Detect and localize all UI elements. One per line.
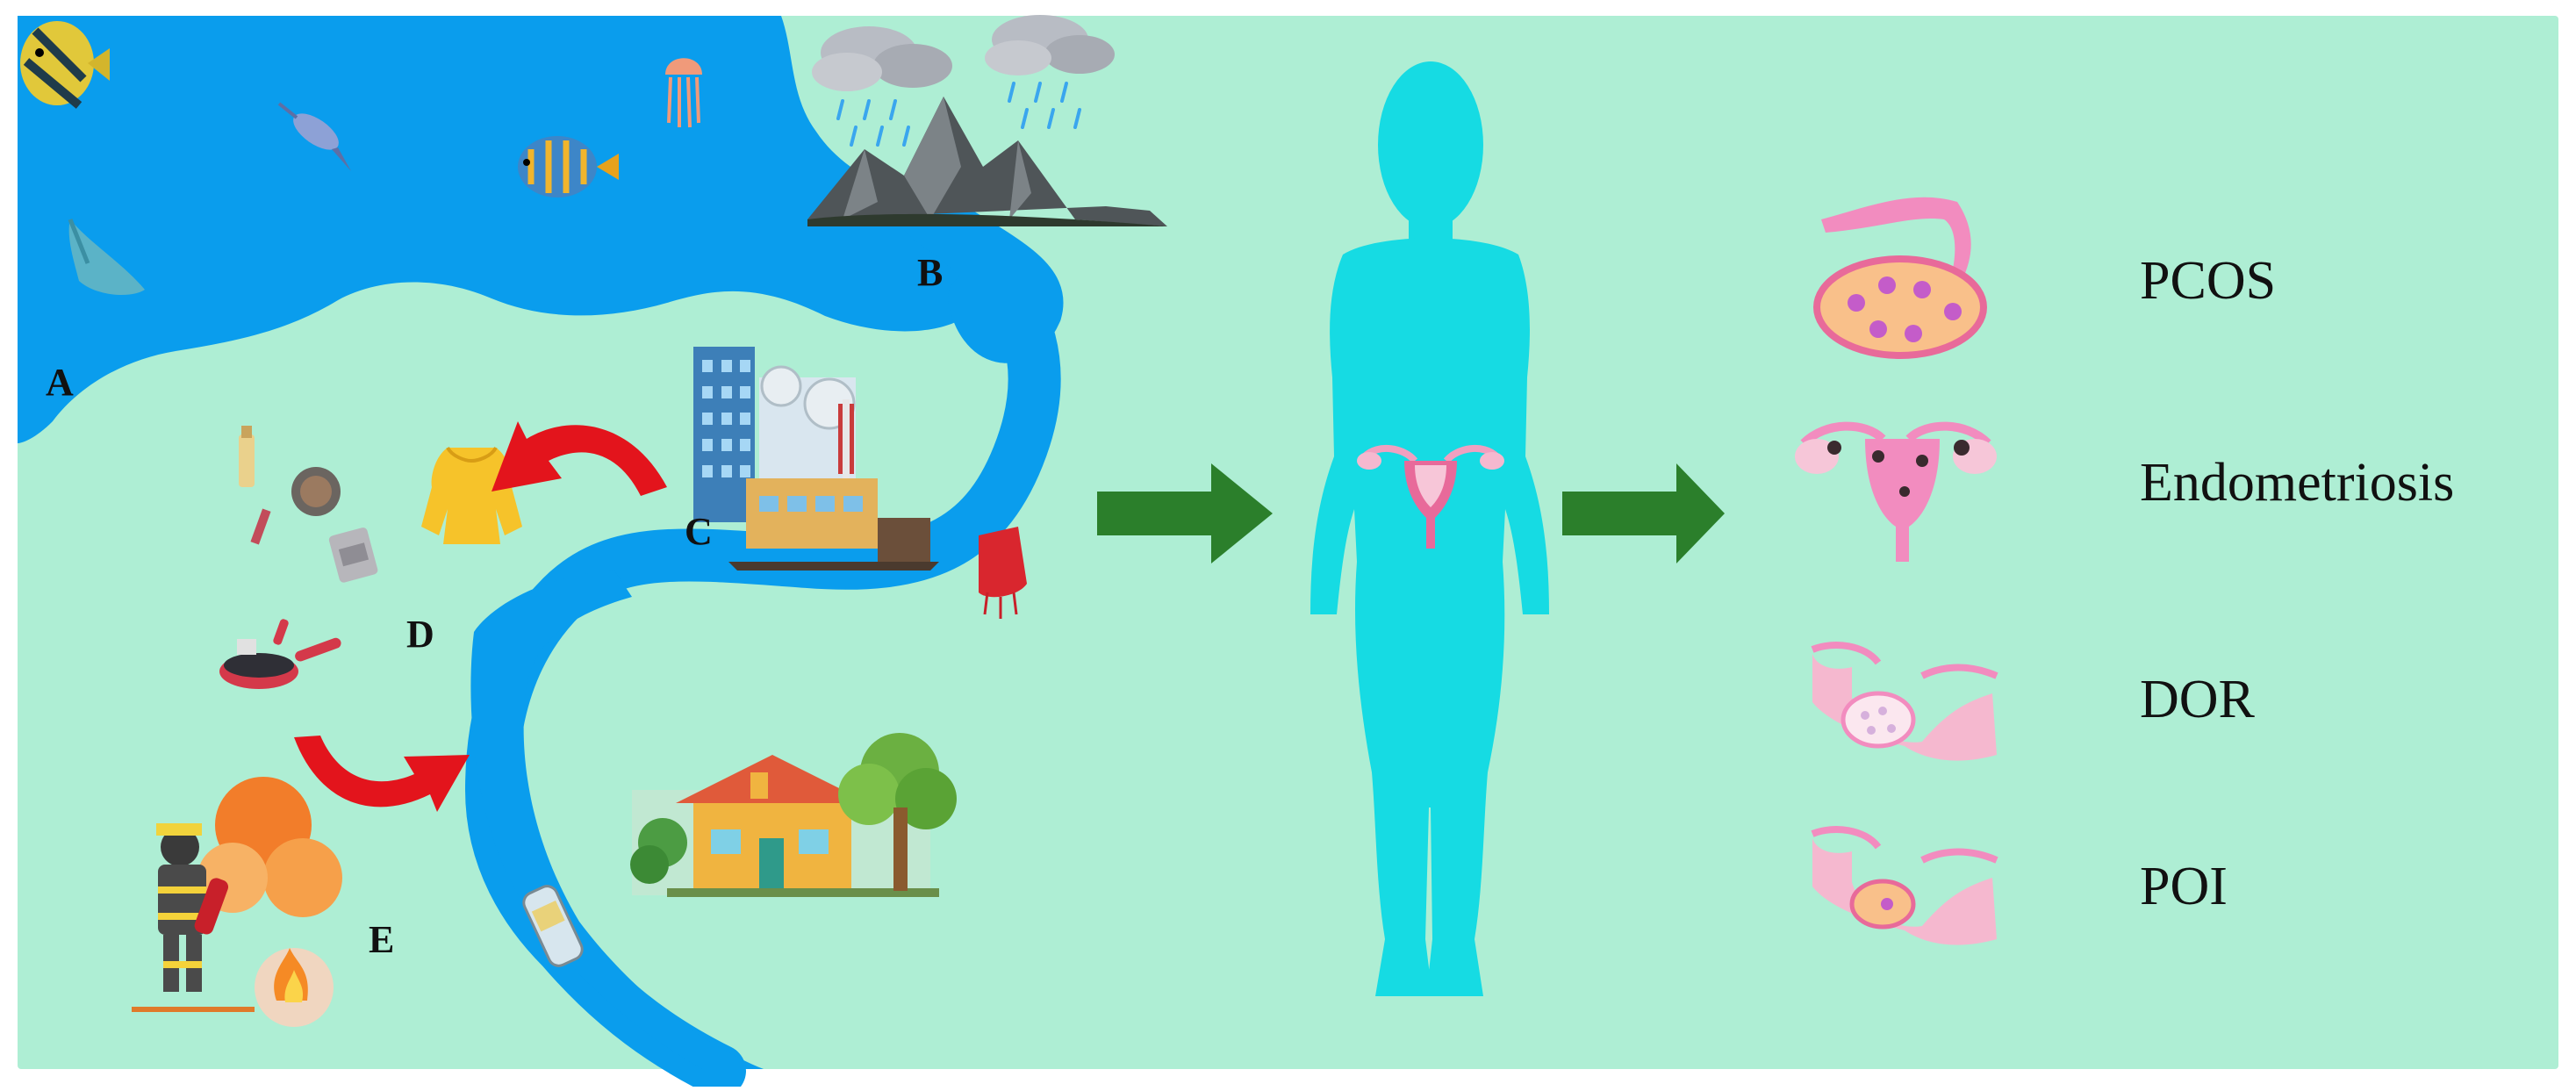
river-lower <box>470 571 764 1069</box>
ovary-cysts-icon <box>1813 197 1987 359</box>
label-c: C <box>685 510 713 553</box>
rain-cloud-icon <box>812 26 952 147</box>
label-b: B <box>917 251 944 294</box>
outcome-label-endometriosis: Endometriosis <box>2140 453 2455 513</box>
fish-icon <box>20 21 110 109</box>
firefighter-icon <box>132 777 342 1012</box>
outcome-label-pcos: PCOS <box>2140 251 2277 311</box>
uterus-icon <box>1357 444 1504 549</box>
plastic-bag-icon <box>979 527 1027 619</box>
female-body-silhouette-icon <box>1310 61 1549 996</box>
plastic-bottle-icon <box>522 885 584 967</box>
jellyfish-icon <box>665 58 702 128</box>
frying-pan-icon <box>219 619 341 689</box>
label-a: A <box>46 361 74 404</box>
red-curved-arrow <box>294 736 470 812</box>
stingray-icon <box>68 219 145 295</box>
ovary-reserve-icon <box>1811 642 1998 761</box>
fish-icon <box>518 136 619 197</box>
green-arrow-to-body <box>1097 463 1273 563</box>
label-e: E <box>369 918 395 961</box>
outcome-label-dor: DOR <box>2140 670 2255 729</box>
ovary-insufficiency-icon <box>1811 826 1998 945</box>
mountain-icon <box>807 97 1167 226</box>
sea-area <box>18 16 987 443</box>
cosmetics-icon <box>239 426 378 583</box>
tree-icon <box>838 733 957 891</box>
fire-icon <box>255 948 334 1027</box>
outcome-label-poi: POI <box>2140 857 2228 916</box>
swordfish-icon <box>277 102 351 171</box>
red-curved-arrow <box>492 421 667 496</box>
factory-icon <box>693 347 939 571</box>
uterus-lesions-icon <box>1795 421 1997 562</box>
rain-cloud-icon <box>985 15 1115 129</box>
label-d: D <box>406 613 434 656</box>
green-arrow-to-outcomes <box>1562 463 1725 563</box>
raincoat-icon <box>421 446 522 544</box>
